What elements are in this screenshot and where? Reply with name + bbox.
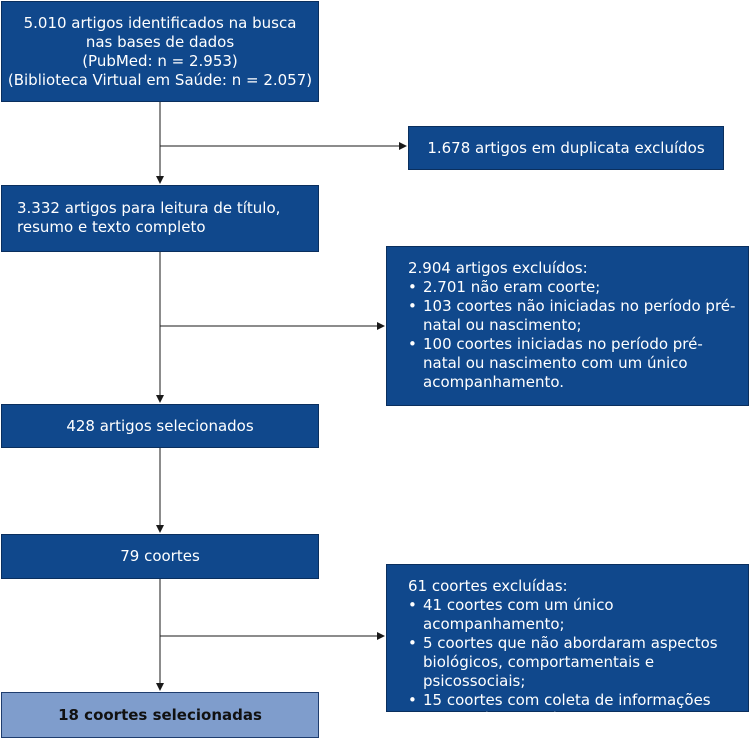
selected-articles-box: 428 artigos selecionados <box>1 404 319 448</box>
final-selected-cohorts-box: 18 coortes selecionadas <box>1 692 319 738</box>
cohorts-box: 79 coortes <box>1 534 319 579</box>
excluded-cohorts-box: 61 coortes excluídas: 41 coortes com um … <box>386 564 749 728</box>
excluded-cohorts-title: 61 coortes excluídas: <box>408 577 568 595</box>
identified-line: nas bases de dados <box>85 32 235 51</box>
list-item: 100 coortes iniciadas no período pré-nat… <box>408 335 738 392</box>
excluded-articles-box: 2.904 artigos excluídos: 2.701 não eram … <box>386 246 749 406</box>
list-item: 15 coortes com coleta de informações em … <box>408 691 738 729</box>
identified-line: 5.010 artigos identificados na busca <box>23 13 297 32</box>
final-selected-cohorts-text: 18 coortes selecionadas <box>58 705 262 724</box>
identified-articles-text: 5.010 artigos identificados na busca nas… <box>8 14 312 90</box>
excluded-articles-list: 2.701 não eram coorte; 103 coortes não i… <box>408 278 738 392</box>
duplicates-excluded-box: 1.678 artigos em duplicata excluídos <box>408 126 724 170</box>
excluded-cohorts-list: 41 coortes com um único acompanhamento; … <box>408 596 738 729</box>
screened-line: resumo e texto completo <box>17 218 206 236</box>
screened-articles-box: 3.332 artigos para leitura de título, re… <box>1 185 319 252</box>
excluded-articles-title: 2.904 artigos excluídos: <box>408 259 588 277</box>
identified-articles-box: 5.010 artigos identificados na busca nas… <box>1 1 319 102</box>
cohorts-text: 79 coortes <box>120 547 200 565</box>
identified-line: (PubMed: n = 2.953) <box>82 51 238 70</box>
list-item: 5 coortes que não abordaram aspectos bio… <box>408 634 738 691</box>
list-item: 2.701 não eram coorte; <box>408 278 738 297</box>
list-item: 41 coortes com um único acompanhamento; <box>408 596 738 634</box>
screened-line: 3.332 artigos para leitura de título, <box>17 199 281 217</box>
selected-articles-text: 428 artigos selecionados <box>66 416 254 435</box>
duplicates-excluded-text: 1.678 artigos em duplicata excluídos <box>427 138 705 157</box>
identified-line: (Biblioteca Virtual em Saúde: n = 2.057) <box>7 70 313 89</box>
list-item: 103 coortes não iniciadas no período pré… <box>408 297 738 335</box>
